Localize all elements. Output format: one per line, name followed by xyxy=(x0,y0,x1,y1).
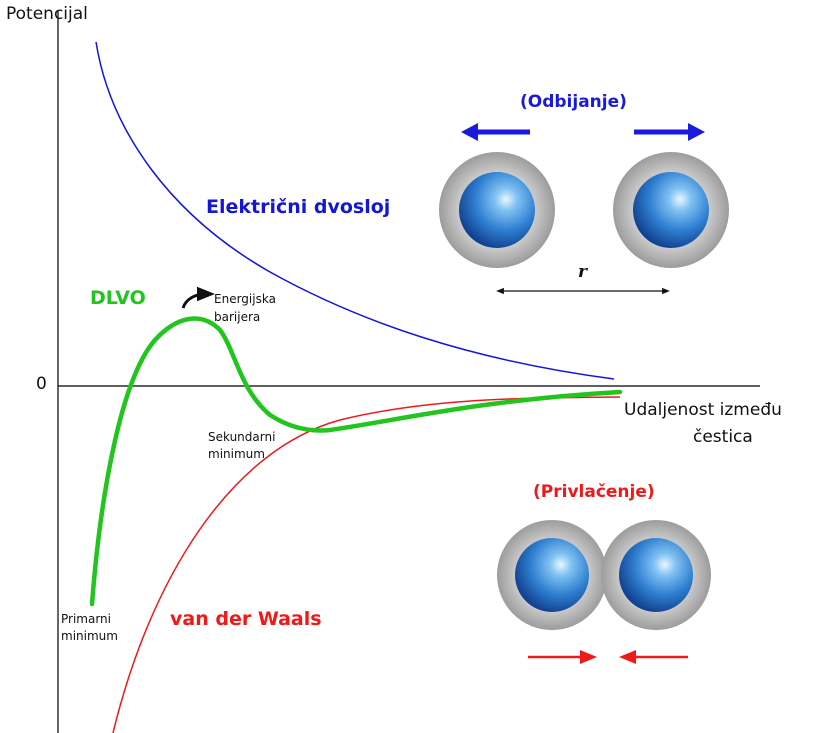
secondary-minimum-label-line1: Sekundarni xyxy=(208,430,276,444)
x-axis-label-line1: Udaljenost između xyxy=(624,400,782,420)
repulsion-arrowhead-right xyxy=(688,123,705,141)
primary-minimum-label-line1: Primarni xyxy=(61,612,111,626)
particle-core-right-bottom xyxy=(619,538,693,612)
attraction-label: (Privlačenje) xyxy=(533,482,655,502)
dlvo-curve xyxy=(89,316,623,607)
y-axis-label: Potencijal xyxy=(6,4,88,24)
attraction-arrowhead-right xyxy=(619,650,636,664)
energy-barrier-arrow xyxy=(181,286,215,309)
distance-r-label: r xyxy=(578,262,587,282)
particle-core-left-bottom xyxy=(515,538,589,612)
particle-left-top xyxy=(439,152,555,268)
x-axis-label-line2: čestica xyxy=(693,427,753,447)
energy-barrier-label-line1: Energijska xyxy=(214,292,276,306)
repulsion-label: (Odbijanje) xyxy=(520,92,627,112)
primary-minimum-label-line2: minimum xyxy=(61,629,118,643)
attraction-arrowhead-left xyxy=(580,650,597,664)
electric-double-layer-curve xyxy=(95,41,615,380)
dlvo-label: DLVO xyxy=(90,287,146,309)
secondary-minimum-label-line2: minimum xyxy=(208,447,265,461)
electric-double-layer-label: Električni dvosloj xyxy=(206,196,391,218)
repulsion-arrowhead-left xyxy=(461,123,478,141)
particle-right-top xyxy=(613,152,729,268)
zero-label: 0 xyxy=(36,374,47,394)
energy-barrier-label-line2: barijera xyxy=(214,310,261,324)
van-der-waals-label: van der Waals xyxy=(170,608,322,630)
